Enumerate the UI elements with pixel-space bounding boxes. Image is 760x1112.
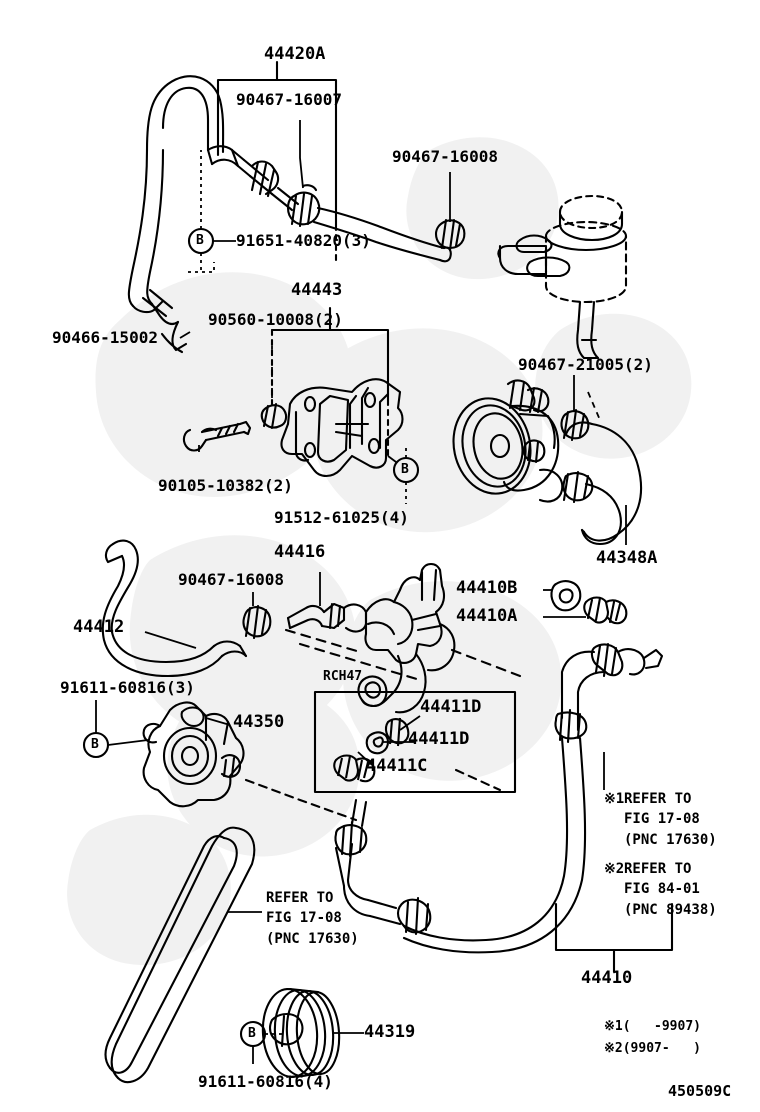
- drive-belt: [104, 826, 256, 1084]
- note-date-range-1: ※1( -9907): [604, 1019, 701, 1034]
- hose-44348A: [564, 421, 643, 546]
- hose-44420A: [127, 75, 225, 354]
- idler-pulley-44350: [142, 701, 245, 808]
- balloon-label-2: B: [401, 462, 409, 477]
- note-reference-1: REFER TO FIG 17-08 (PNC 17630): [624, 791, 717, 848]
- clamp-90467-21005-lower: [562, 470, 594, 504]
- part-44410B: [550, 580, 582, 612]
- steering-gear-valve-44416: [286, 562, 456, 714]
- label-91512-61025: 91512-61025(4): [274, 508, 409, 527]
- label-RCH47: RCH47: [323, 669, 363, 684]
- note-reference-2: REFER TO FIG 84-01 (PNC 89438): [624, 861, 717, 918]
- label-44319: 44319: [364, 1022, 416, 1042]
- pump-assembly-44310: [452, 379, 564, 503]
- label-44410: 44410: [581, 968, 633, 988]
- label-44412: 44412: [73, 617, 125, 637]
- label-91611-60816-4: 91611-60816(4): [198, 1072, 333, 1091]
- inset-parts: [333, 717, 410, 783]
- crank-pulley-44319: [261, 987, 341, 1079]
- clamp-90467-16008-mid: [242, 604, 272, 640]
- balloon-label-1: B: [196, 233, 204, 248]
- reservoir-tank: [497, 194, 628, 360]
- label-90467-21005: 90467-21005(2): [518, 355, 653, 374]
- note-mark-1: ※1: [604, 791, 625, 807]
- label-90105-10382: 90105-10382(2): [158, 476, 293, 495]
- label-44410A: 44410A: [456, 606, 518, 626]
- pressure-hose-44410: [334, 642, 664, 954]
- bracket-44443: [280, 378, 404, 478]
- label-44411C: 44411C: [366, 756, 428, 776]
- label-91611-60816-3: 91611-60816(3): [60, 678, 195, 697]
- note-belt-reference: REFER TO FIG 17-08 (PNC 17630): [266, 890, 359, 947]
- nut-90560-10008: [260, 402, 288, 430]
- part-44410A: [583, 596, 628, 625]
- clamp-90467-16008-top: [434, 218, 466, 252]
- balloon-label-3: B: [91, 737, 99, 752]
- note-mark-2: ※2: [604, 861, 625, 877]
- label-44443: 44443: [291, 280, 343, 300]
- clamp-90467-21005-upper: [560, 408, 590, 442]
- label-90560-10008: 90560-10008(2): [208, 310, 343, 329]
- label-44411D-upper: 44411D: [420, 697, 482, 717]
- label-91651-40820: 91651-40820(3): [236, 231, 371, 250]
- balloon-label-4: B: [248, 1026, 256, 1041]
- label-90467-16008-top: 90467-16008: [392, 147, 498, 166]
- label-90467-16008-mid: 90467-16008: [178, 570, 284, 589]
- label-44410B: 44410B: [456, 578, 518, 598]
- label-44350: 44350: [233, 712, 285, 732]
- label-44348A: 44348A: [596, 548, 658, 568]
- label-44420A: 44420A: [264, 44, 326, 64]
- label-90467-16007: 90467-16007: [236, 90, 342, 109]
- note-date-range-2: ※2(9907- ): [604, 1041, 701, 1056]
- tube-assembly-44420A: [206, 145, 321, 228]
- label-44411D-lower: 44411D: [408, 729, 470, 749]
- sheet-code: 450509C: [668, 1082, 732, 1100]
- hose-44412: [101, 539, 248, 678]
- inset-box-RCH47: [313, 690, 517, 794]
- label-90466-15002: 90466-15002: [52, 328, 158, 347]
- label-44416: 44416: [274, 542, 326, 562]
